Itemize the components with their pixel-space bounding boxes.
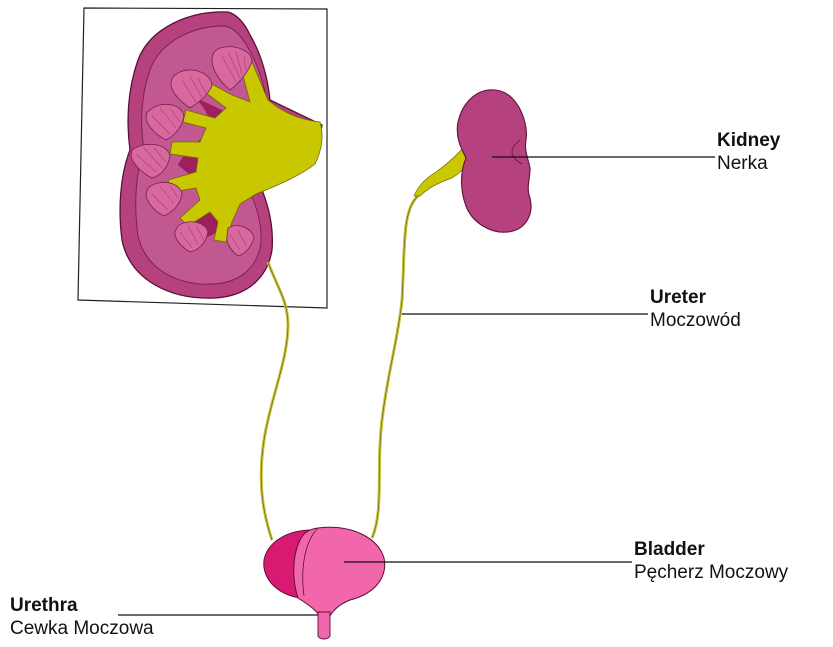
bladder-front [294,527,385,620]
right-ureter [372,162,462,538]
bladder-label: Bladder Pęcherz Moczowy [634,538,788,584]
bladder-label-en: Bladder [634,538,788,561]
ureter-label-en: Ureter [650,286,741,309]
ureter-label: Ureter Moczowód [650,286,741,332]
kidney-label-pl: Nerka [717,152,780,175]
kidney-label-en: Kidney [717,129,780,152]
bladder-label-pl: Pęcherz Moczowy [634,561,788,584]
urethra-tube [318,612,330,639]
bladder [264,527,385,639]
urethra-label-pl: Cewka Moczowa [10,617,154,640]
kidney-exterior [457,90,531,232]
right-ureter-edge [372,162,462,538]
kidney-label: Kidney Nerka [717,129,780,175]
kidney-cross-section-inset [78,8,327,308]
ureter-label-pl: Moczowód [650,309,741,332]
urethra-label: Urethra Cewka Moczowa [10,594,154,640]
urethra-label-en: Urethra [10,594,154,617]
